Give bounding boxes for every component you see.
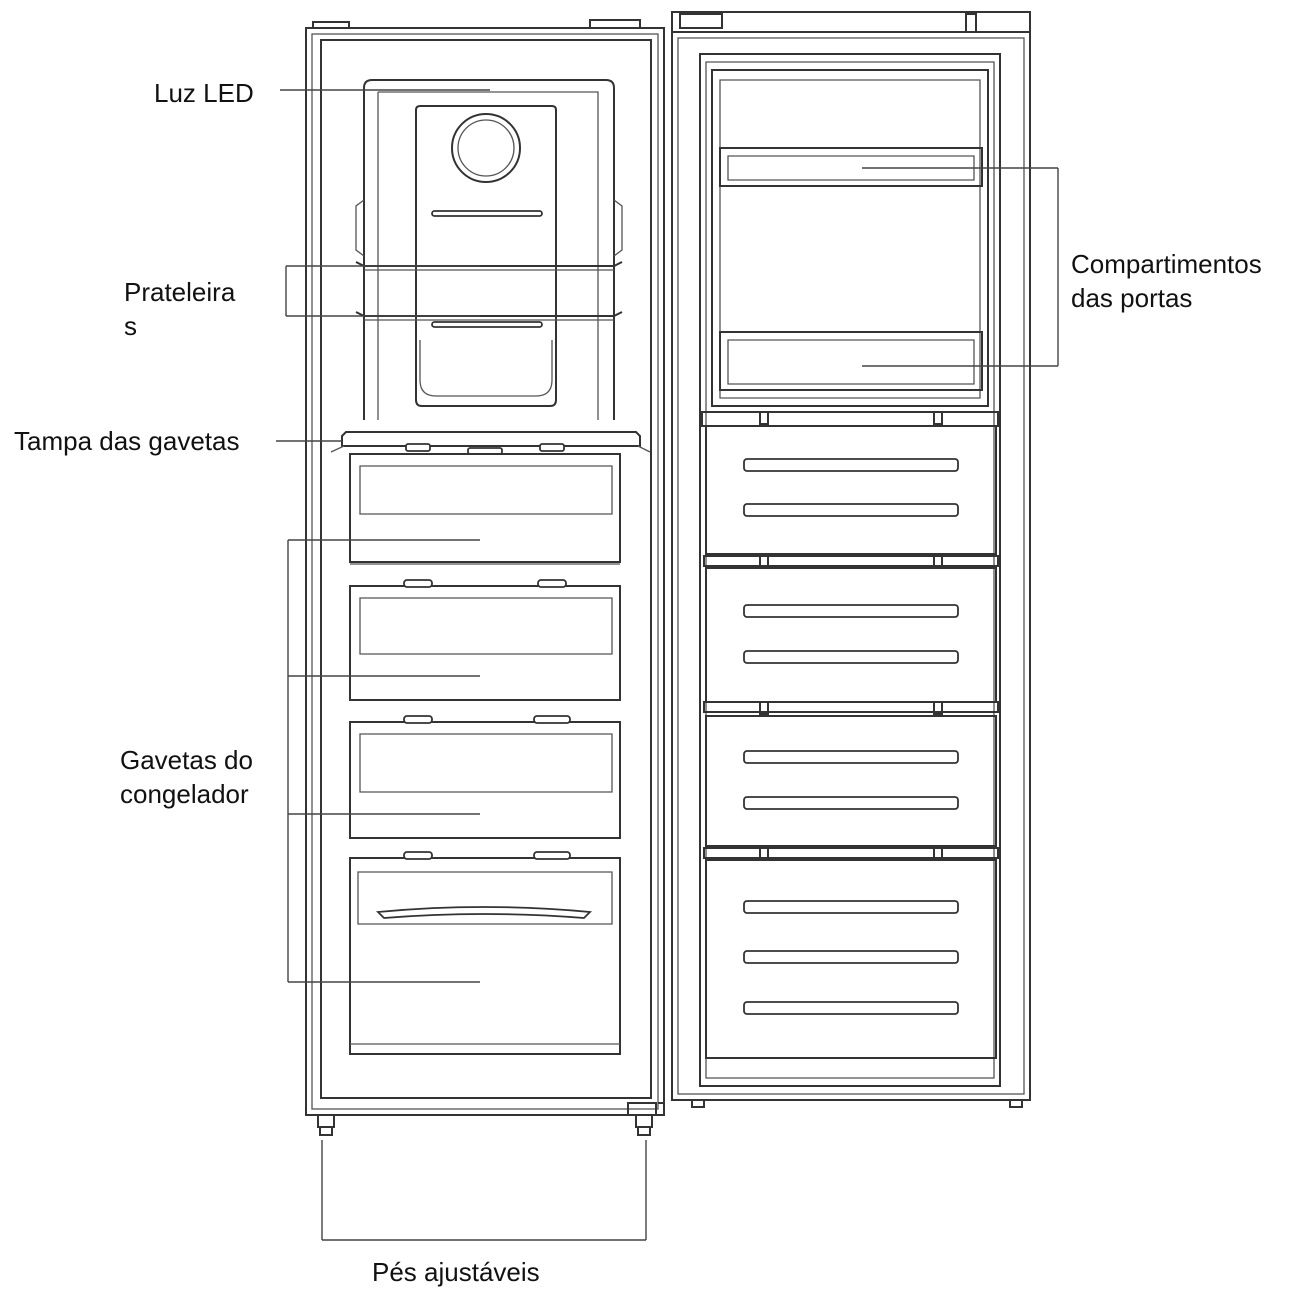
- freezer-drawers-label-line1: Gavetas do: [120, 745, 253, 775]
- shelves: [355, 261, 623, 321]
- freezer-door: [671, 11, 1031, 1108]
- door-seal-panels: [703, 411, 999, 1059]
- freezer-cabinet: [305, 19, 665, 1136]
- drawer-cover-label: Tampa das gavetas: [14, 426, 240, 456]
- upper-compartment: [355, 79, 623, 420]
- shelves-label-line1: Prateleira: [124, 277, 236, 307]
- leader-lines: [276, 89, 1059, 1241]
- door-compartments-label-line2: das portas: [1071, 283, 1193, 313]
- led-light-label: Luz LED: [154, 78, 254, 108]
- adjustable-feet-label: Pés ajustáveis: [372, 1257, 540, 1287]
- drawer-cover: [330, 431, 651, 455]
- door-compartments-label-line1: Compartimentos: [1071, 249, 1262, 279]
- door-handles: [743, 458, 959, 1015]
- freezer-drawers-label-line2: congelador: [120, 779, 249, 809]
- door-compartments: [701, 69, 999, 427]
- freezer-drawers: [349, 453, 621, 1055]
- shelves-label-line2: s: [124, 311, 137, 341]
- led-light-housing: [415, 105, 557, 407]
